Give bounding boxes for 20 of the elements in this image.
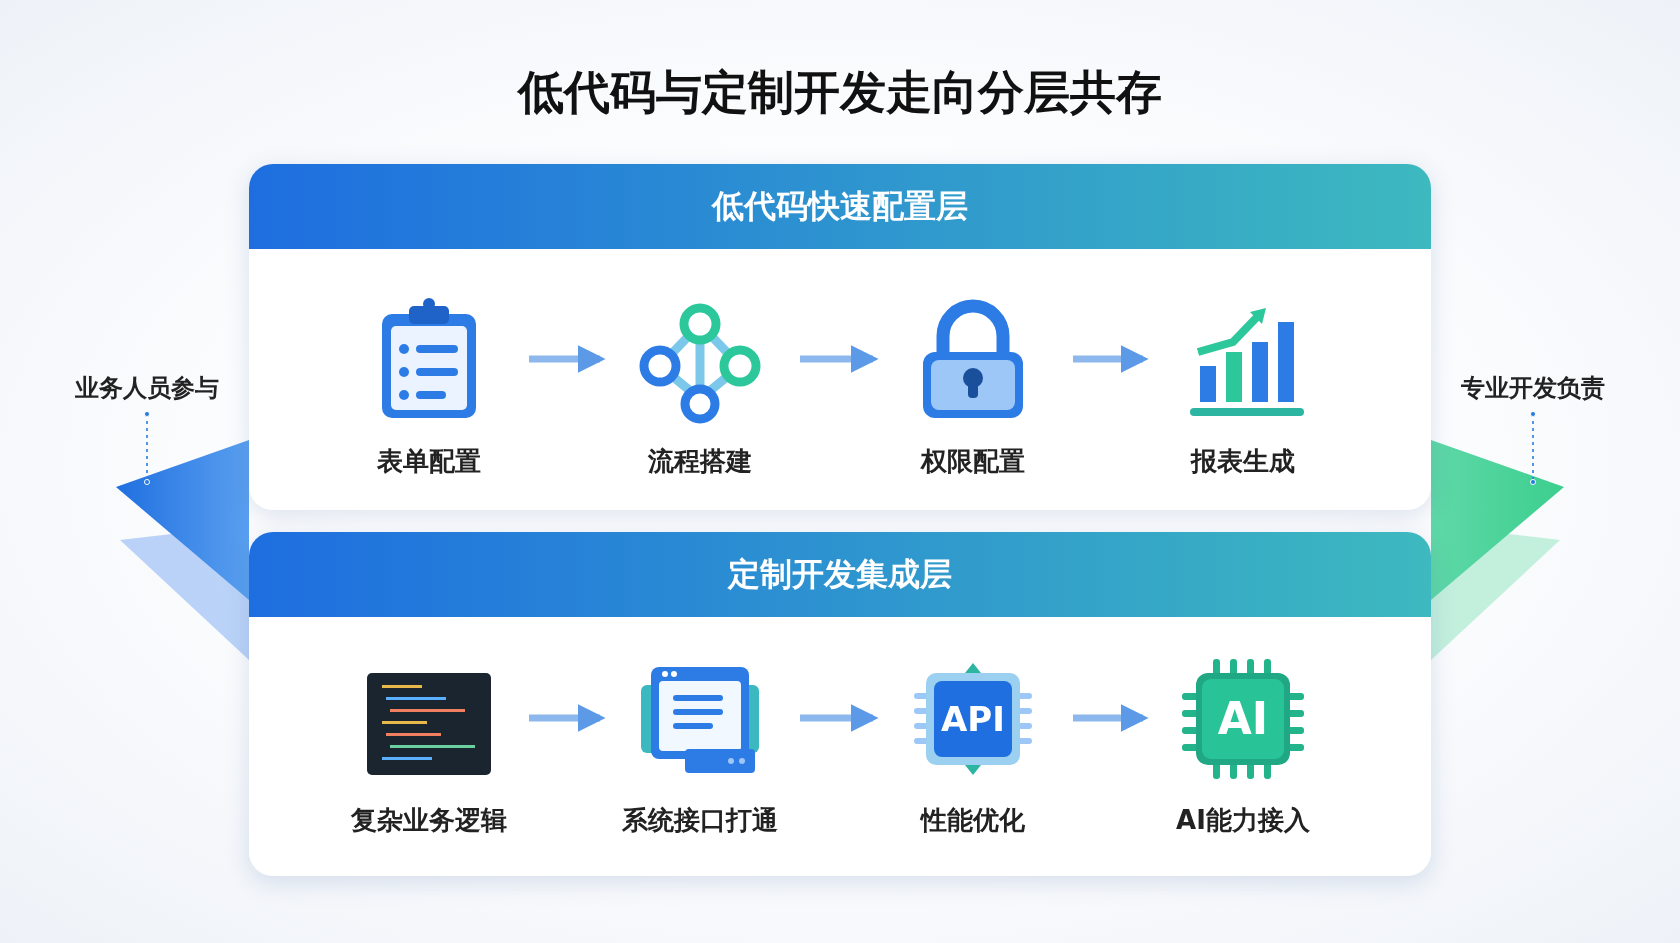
layer-panel xyxy=(249,164,1431,510)
item-label: 表单配置 xyxy=(376,445,482,478)
item-label: 报表生成 xyxy=(1189,445,1296,478)
chip-label: API xyxy=(940,698,1006,741)
chip-label: AI xyxy=(1216,692,1270,746)
title: 低代码与定制开发走向分层共存 xyxy=(516,64,1163,121)
wing-band xyxy=(116,440,249,600)
item-label: 系统接口打通 xyxy=(621,804,779,837)
item-label: 复杂业务逻辑 xyxy=(350,804,508,837)
role-label: 专业开发负责 xyxy=(1443,372,1623,404)
item-label: 权限配置 xyxy=(919,445,1026,478)
item-label: AI能力接入 xyxy=(1175,804,1311,837)
item-label: 性能优化 xyxy=(919,804,1026,837)
leader-line xyxy=(1529,410,1537,486)
leader-line xyxy=(143,410,151,486)
wing-band xyxy=(1431,440,1564,600)
item-label: 流程搭建 xyxy=(647,445,753,478)
role-label: 业务人员参与 xyxy=(57,372,237,404)
layer-header: 低代码快速配置层 xyxy=(249,164,1431,249)
layer-panel xyxy=(249,532,1431,876)
